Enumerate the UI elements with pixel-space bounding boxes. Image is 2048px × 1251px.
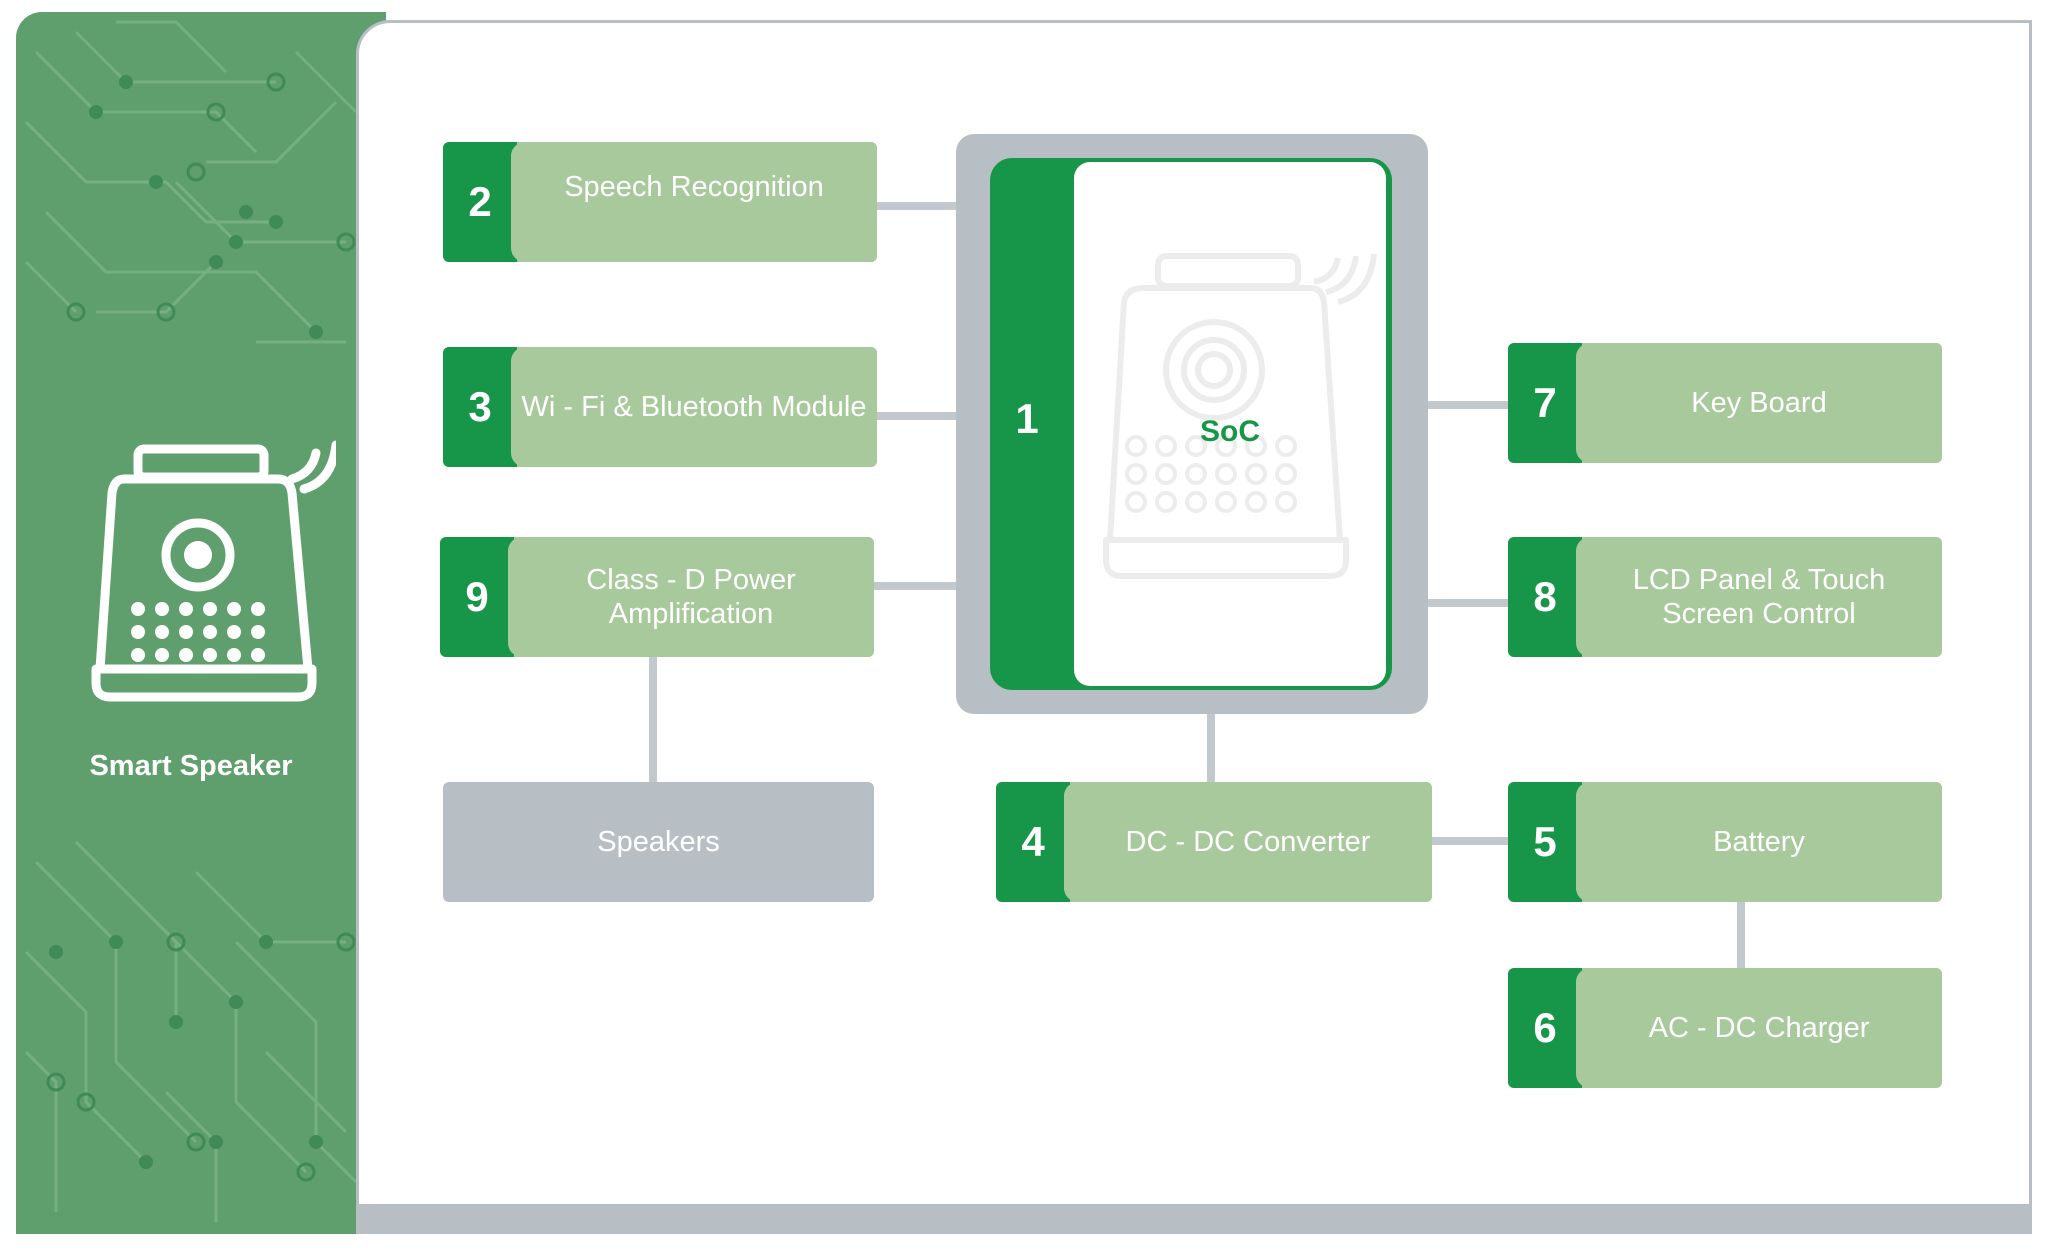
block-number: 2	[443, 142, 517, 262]
block-key-board: 7 Key Board	[1508, 343, 1942, 463]
block-number: 8	[1508, 537, 1582, 657]
block-speakers: Speakers	[443, 782, 874, 902]
block-label: Battery	[1576, 782, 1942, 902]
block-number: 3	[443, 347, 517, 467]
connector-classd-speakers	[649, 656, 657, 782]
smart-speaker-icon	[91, 440, 336, 702]
connector-soc-lcd	[1428, 599, 1508, 607]
connector-soc-dcdc	[1207, 714, 1215, 782]
block-ac-dc-charger: 6 AC - DC Charger	[1508, 968, 1942, 1088]
block-speech-recognition: 2 Speech Recognition	[443, 142, 877, 262]
block-label: Speakers	[443, 782, 874, 902]
sidebar-title: Smart Speaker	[89, 750, 293, 782]
connector-classd-soc	[872, 582, 956, 590]
block-number: 6	[1508, 968, 1582, 1088]
block-number: 9	[440, 537, 514, 657]
block-wifi-bluetooth: 3 Wi - Fi & Bluetooth Module	[443, 347, 877, 467]
soc-label: SoC	[1200, 415, 1260, 448]
connector-wifi-soc	[876, 412, 956, 420]
block-number: 5	[1508, 782, 1582, 902]
block-label: Class - D Power Amplification	[508, 537, 874, 657]
block-number: 4	[996, 782, 1070, 902]
connector-soc-keyboard	[1428, 401, 1508, 409]
block-label: LCD Panel & Touch Screen Control	[1576, 537, 1942, 657]
panel-bottom-bar	[356, 1204, 2032, 1234]
block-label: DC - DC Converter	[1064, 782, 1432, 902]
connector-speech-soc	[876, 202, 956, 210]
smart-speaker-watermark-icon	[1103, 253, 1377, 579]
block-class-d-amplification: 9 Class - D Power Amplification	[440, 537, 874, 657]
sidebar: Smart Speaker	[16, 12, 386, 1234]
block-label: AC - DC Charger	[1576, 968, 1942, 1088]
block-label: Key Board	[1576, 343, 1942, 463]
connector-battery-charger	[1737, 900, 1745, 968]
soc-number: 1	[1015, 395, 1039, 442]
block-label: Speech Recognition	[511, 142, 877, 262]
circuit-pattern-icon	[24, 20, 358, 1222]
block-label: Wi - Fi & Bluetooth Module	[511, 347, 877, 467]
connector-dcdc-battery	[1432, 837, 1508, 845]
block-number: 7	[1508, 343, 1582, 463]
block-dc-dc-converter: 4 DC - DC Converter	[996, 782, 1432, 902]
block-lcd-touch-screen: 8 LCD Panel & Touch Screen Control	[1508, 537, 1942, 657]
block-battery: 5 Battery	[1508, 782, 1942, 902]
